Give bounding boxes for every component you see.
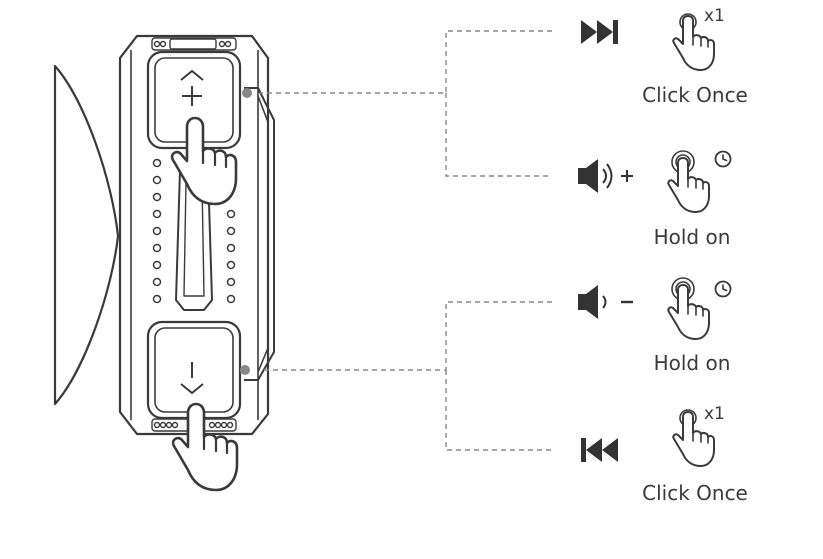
tap-gesture-icon — [672, 409, 715, 467]
clock-icon — [714, 150, 732, 168]
action-caption: Hold on — [653, 351, 731, 375]
hold-gesture-icon — [667, 277, 732, 340]
chevron-down-icon — [180, 383, 204, 394]
press-count-label: x1 — [704, 6, 725, 26]
press-count-label: x1 — [704, 404, 725, 424]
speaker-illustration — [53, 34, 275, 436]
chevron-up-icon — [180, 70, 204, 81]
plus-icon — [182, 86, 202, 106]
right-dot-column — [226, 209, 236, 304]
suction-cup — [53, 64, 120, 406]
connector-dot — [240, 365, 250, 375]
tap-gesture-icon — [672, 13, 715, 71]
volume-minus-button[interactable] — [146, 320, 242, 420]
top-grille — [151, 37, 237, 51]
volume-down-icon — [578, 285, 633, 319]
volume-plus-button[interactable] — [146, 50, 242, 150]
volume-up-icon — [578, 159, 633, 193]
previous-track-icon — [581, 438, 618, 462]
clock-icon — [714, 280, 732, 298]
action-caption: Hold on — [653, 225, 731, 249]
hold-gesture-icon — [667, 150, 732, 213]
leader-lines — [260, 30, 552, 451]
action-caption: Click Once — [642, 481, 748, 505]
next-track-icon — [581, 20, 618, 44]
left-dot-column — [152, 158, 162, 304]
connector-dot — [242, 88, 252, 98]
action-caption: Click Once — [642, 83, 748, 107]
